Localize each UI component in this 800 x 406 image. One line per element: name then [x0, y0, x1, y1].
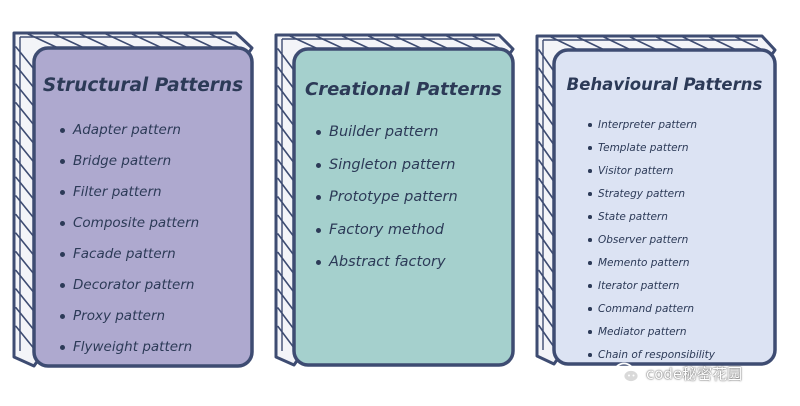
list-item: Template pattern: [588, 141, 715, 164]
list-item: Decorator pattern: [59, 275, 199, 306]
list-item: Filter pattern: [59, 182, 199, 213]
behavioural-patterns-list: Interpreter pattern Template pattern Vis…: [588, 118, 715, 371]
structural-patterns-card: Structural Patterns Adapter pattern Brid…: [34, 48, 252, 366]
list-item: Flyweight pattern: [59, 337, 199, 368]
structural-patterns-list: Adapter pattern Bridge pattern Filter pa…: [59, 120, 199, 368]
behavioural-patterns-title: Behavioural Patterns: [566, 75, 763, 94]
structural-patterns-title: Structural Patterns: [42, 75, 244, 96]
list-item: Abstract factory: [316, 252, 458, 285]
creational-patterns-title: Creational Patterns: [305, 79, 502, 100]
list-item: Memento pattern: [588, 256, 715, 279]
list-item: Builder pattern: [316, 122, 458, 155]
watermark: code秘密花园: [614, 362, 742, 384]
list-item: Command pattern: [588, 302, 715, 325]
list-item: Iterator pattern: [588, 279, 715, 302]
list-item: Facade pattern: [59, 244, 199, 275]
list-item: Prototype pattern: [316, 187, 458, 220]
list-item: Singleton pattern: [316, 155, 458, 188]
list-item: Mediator pattern: [588, 325, 715, 348]
behavioural-patterns-card: Behavioural Patterns Interpreter pattern…: [554, 50, 775, 364]
structural-book: [12, 31, 254, 368]
list-item: State pattern: [588, 210, 715, 233]
list-item: Bridge pattern: [59, 151, 199, 182]
watermark-text: code秘密花园: [646, 364, 743, 383]
list-item: Factory method: [316, 220, 458, 253]
behavioural-book: [535, 34, 777, 366]
creational-patterns-card: Creational Patterns Builder pattern Sing…: [294, 49, 513, 365]
wechat-icon: [614, 362, 640, 383]
list-item: Interpreter pattern: [588, 118, 715, 141]
creational-book: [274, 33, 515, 367]
creational-patterns-list: Builder pattern Singleton pattern Protot…: [316, 122, 458, 285]
list-item: Strategy pattern: [588, 187, 715, 210]
list-item: Adapter pattern: [59, 120, 199, 151]
list-item: Composite pattern: [59, 213, 199, 244]
list-item: Visitor pattern: [588, 164, 715, 187]
list-item: Chain of responsibility: [588, 348, 715, 371]
list-item: Proxy pattern: [59, 306, 199, 337]
list-item: Observer pattern: [588, 233, 715, 256]
